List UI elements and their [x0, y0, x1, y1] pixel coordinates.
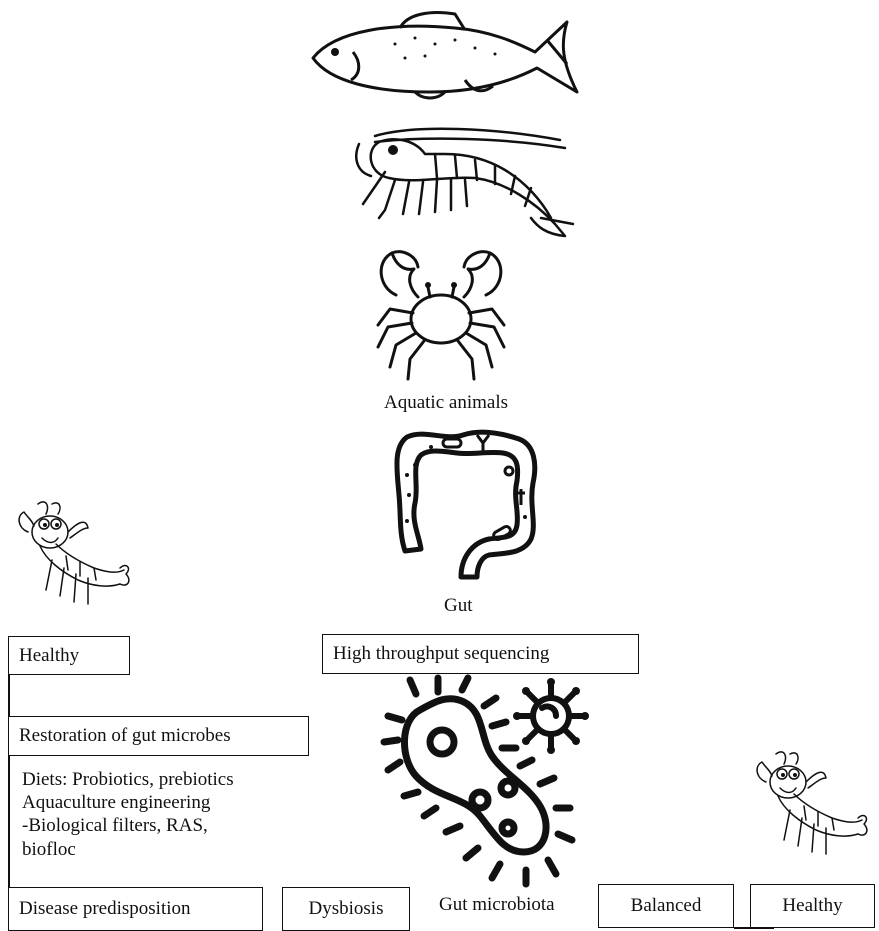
intervention-line: biofloc	[22, 838, 234, 861]
fish-icon	[305, 8, 583, 104]
interventions-text: Diets: Probiotics, prebiotics Aquacultur…	[22, 768, 234, 861]
healthy-box-right: Healthy	[750, 884, 875, 928]
intestine-icon	[385, 425, 545, 583]
shrimp-icon	[345, 114, 585, 242]
disease-predisposition-box: Disease predisposition	[8, 887, 263, 931]
healthy-box-left: Healthy	[8, 636, 130, 675]
gut-label: Gut	[444, 595, 473, 618]
cartoon-crayfish-icon	[754, 748, 872, 866]
connector-line	[8, 675, 10, 915]
virus-icon	[512, 678, 590, 754]
intervention-line: Diets: Probiotics, prebiotics	[22, 768, 234, 791]
high-throughput-sequencing-box: High throughput sequencing	[322, 634, 639, 674]
aquatic-animals-label: Aquatic animals	[384, 392, 508, 415]
intervention-line: Aquaculture engineering	[22, 791, 234, 814]
intervention-line: -Biological filters, RAS,	[22, 814, 234, 837]
balanced-box: Balanced	[598, 884, 734, 928]
gut-microbiota-label: Gut microbiota	[439, 894, 555, 917]
cartoon-crayfish-icon	[16, 498, 134, 616]
crab-icon	[366, 247, 516, 381]
restoration-box: Restoration of gut microbes	[8, 716, 309, 756]
dysbiosis-box: Dysbiosis	[282, 887, 410, 931]
